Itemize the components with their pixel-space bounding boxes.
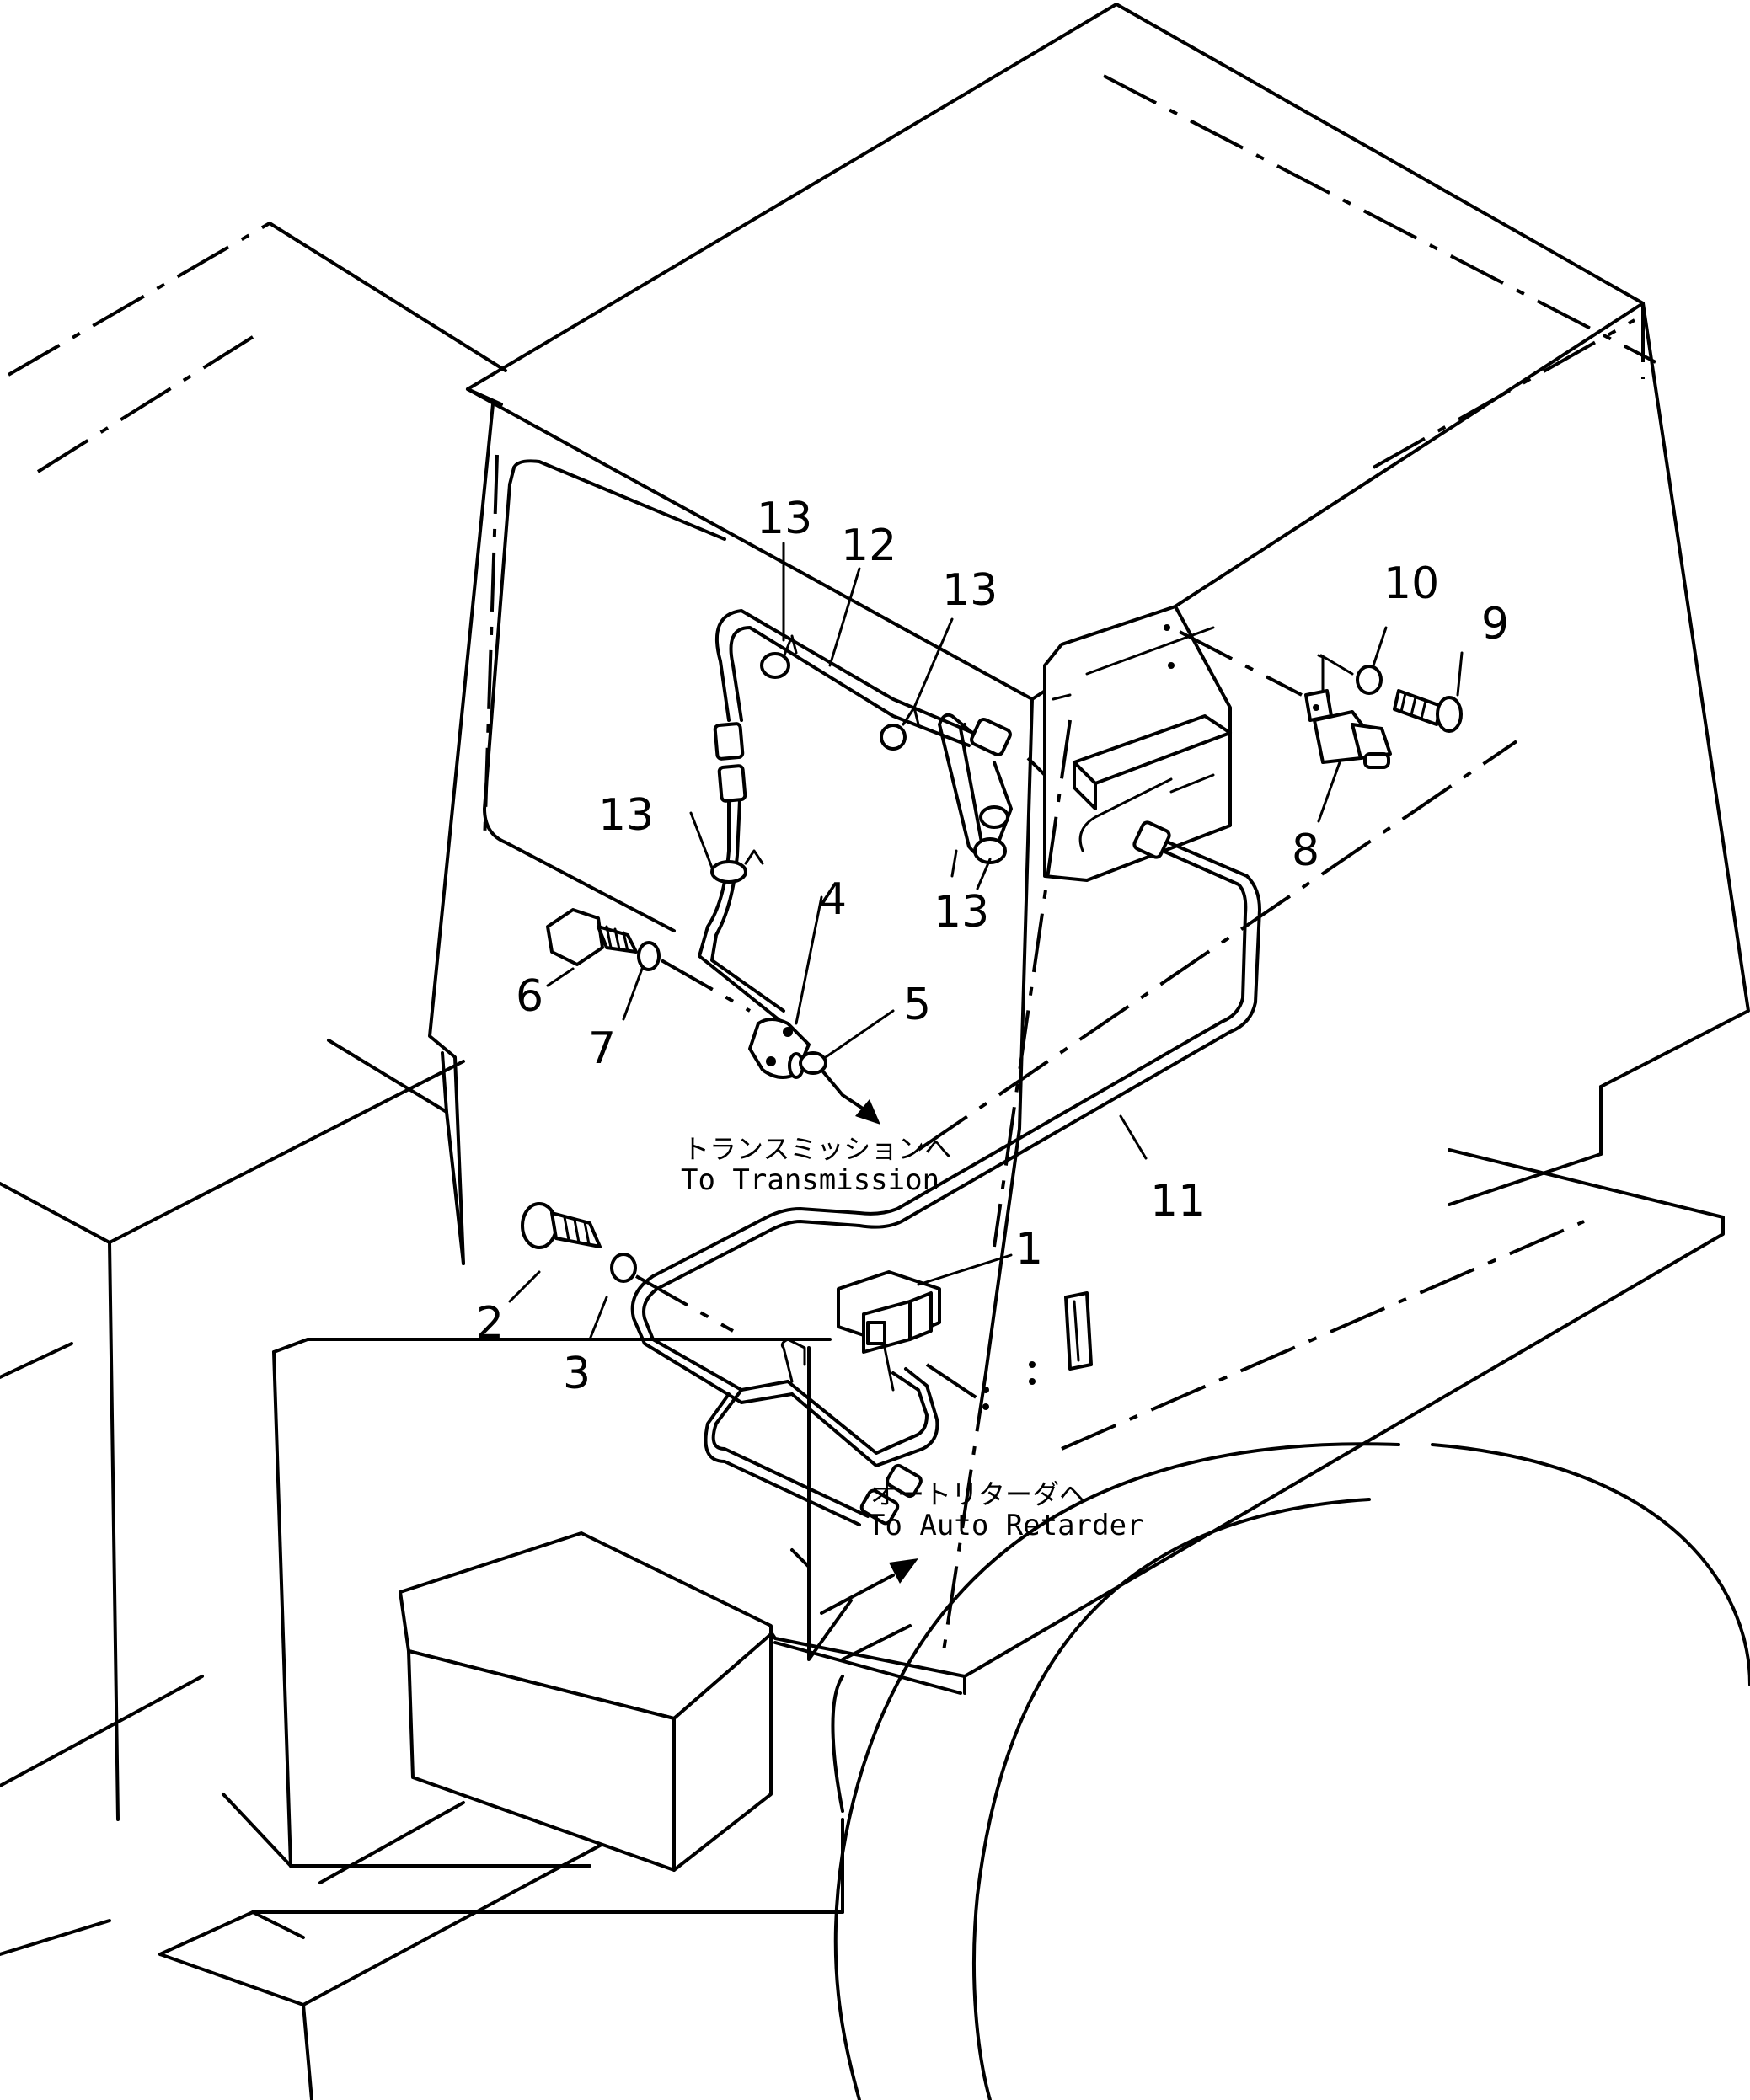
harness-12 bbox=[698, 609, 1013, 1025]
callout-13: 13 bbox=[757, 494, 812, 544]
note-transmission-jp: トランスミッションへ bbox=[682, 1133, 951, 1165]
callout-1: 1 bbox=[1015, 1224, 1043, 1274]
note-transmission-en: To Transmission bbox=[681, 1163, 939, 1197]
bolt-9 bbox=[1393, 689, 1463, 733]
tire bbox=[831, 1442, 1750, 2100]
relay-1 bbox=[837, 1270, 1036, 1410]
cab-outline bbox=[428, 3, 1750, 1695]
callout-7: 7 bbox=[588, 1023, 616, 1074]
callout-5: 5 bbox=[903, 980, 931, 1030]
note-retarder-jp: オートリターダヘ bbox=[870, 1478, 1086, 1510]
arrow-to-transmission bbox=[841, 1093, 880, 1125]
chassis-outline bbox=[0, 222, 844, 2100]
callout-4: 4 bbox=[819, 874, 847, 925]
bolt-2 bbox=[521, 1202, 602, 1249]
seal-5 bbox=[799, 1051, 827, 1075]
sensor-8 bbox=[1304, 689, 1392, 769]
callout-12: 12 bbox=[841, 521, 896, 571]
callout-10: 10 bbox=[1383, 558, 1439, 609]
callout-6: 6 bbox=[516, 971, 543, 1022]
bolt-6 bbox=[546, 908, 638, 966]
callout-11: 11 bbox=[1150, 1176, 1206, 1226]
notes: トランスミッションへ To Transmission オートリターダヘ To A… bbox=[681, 1133, 1144, 1542]
sensor-4 bbox=[748, 1018, 811, 1079]
relay-bracket bbox=[1064, 1291, 1093, 1371]
callout-9: 9 bbox=[1481, 599, 1509, 649]
callout-numbers: 1 2 3 4 5 6 7 8 9 10 11 12 13 13 13 13 1… bbox=[476, 494, 1509, 1399]
callout-2: 2 bbox=[476, 1298, 504, 1349]
harness-11 bbox=[630, 820, 1261, 1526]
callout-8: 8 bbox=[1292, 826, 1319, 876]
arrow-to-auto-retarder bbox=[820, 1558, 918, 1615]
callout-13: 13 bbox=[942, 565, 998, 616]
callout-3: 3 bbox=[563, 1349, 591, 1399]
callout-13: 13 bbox=[598, 790, 654, 841]
washer-10 bbox=[1356, 665, 1383, 695]
callout-13: 13 bbox=[934, 887, 989, 938]
tank-box bbox=[399, 1531, 773, 1872]
washer-3 bbox=[610, 1253, 637, 1283]
leader-lines bbox=[508, 542, 1464, 1341]
washer-7 bbox=[637, 941, 661, 971]
bracket-plate bbox=[993, 605, 1232, 1248]
note-retarder-en: To Auto Retarder bbox=[868, 1509, 1144, 1542]
